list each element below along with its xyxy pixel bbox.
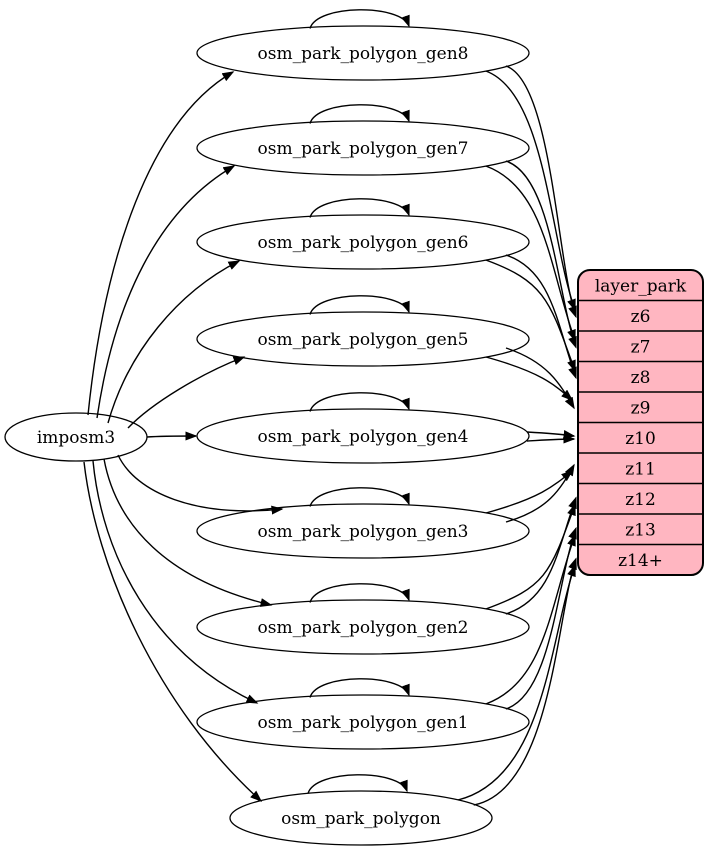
labels-layer: layer_park z6 z7 z8 z9 z10 z11 z12 z13 z14+ imposm… [37, 44, 687, 829]
edge-osm_park_polygon-to-z14+ [457, 564, 576, 801]
edge-osm_park_polygon_gen4-to-z10 [526, 430, 576, 439]
edge-imposm3-to-osm_park_polygon_gen4 [146, 431, 198, 441]
edge-imposm3-to-osm_park_polygon [83, 461, 263, 803]
layer-row-label-z8: z8 [631, 368, 651, 388]
table-label: osm_park_polygon_gen5 [258, 330, 469, 350]
layer-row-label-z12: z12 [625, 490, 656, 510]
edge-imposm3-to-osm_park_polygon_gen7 [96, 165, 236, 419]
edge-imposm3-to-osm_park_polygon_gen3 [117, 454, 284, 515]
self-loop-osm_park_polygon_gen1 [309, 678, 410, 698]
self-loop-osm_park_polygon [307, 774, 408, 794]
layer-row-label-z7: z7 [631, 337, 651, 357]
edge-osm_park_polygon_gen3-to-z11 [485, 470, 574, 514]
self-loop-osm_park_polygon_gen7 [309, 104, 410, 124]
edges-layer [83, 9, 577, 806]
self-loop-osm_park_polygon_gen4 [309, 392, 410, 412]
nodes-layer [4, 25, 704, 846]
edge-osm_park_polygon_gen1-to-z13-2 [505, 526, 577, 710]
table-node-osm_park_polygon [229, 790, 493, 846]
table-label: osm_park_polygon_gen1 [258, 713, 469, 733]
table-node-osm_park_polygon_gen3 [196, 503, 530, 559]
edge-osm_park_polygon_gen8-to-z6 [485, 70, 576, 312]
self-loop-osm_park_polygon_gen6 [309, 198, 410, 218]
edge-osm_park_polygon_gen5-to-z9 [485, 356, 574, 401]
table-node-osm_park_polygon_gen1 [196, 694, 530, 750]
edge-osm_park_polygon_gen2-to-z12-2 [505, 496, 577, 615]
table-label: osm_park_polygon_gen6 [258, 233, 469, 253]
layer-row-label-z14+: z14+ [618, 551, 663, 571]
table-node-osm_park_polygon_gen8 [196, 25, 530, 81]
table-label: osm_park_polygon_gen7 [258, 139, 469, 159]
edge-osm_park_polygon_gen3-to-z11-2 [505, 463, 575, 523]
edge-imposm3-to-osm_park_polygon_gen6 [107, 260, 241, 424]
self-loop-osm_park_polygon_gen2 [309, 583, 410, 603]
source-label: imposm3 [37, 428, 115, 448]
self-loop-osm_park_polygon_gen3 [309, 487, 410, 507]
edge-imposm3-to-osm_park_polygon_gen5 [127, 356, 246, 429]
layer-row-label-z10: z10 [625, 429, 656, 449]
layer-row-label-z11: z11 [625, 459, 656, 479]
edge-osm_park_polygon_gen8-to-z6-2 [505, 65, 577, 319]
table-node-osm_park_polygon_gen6 [196, 214, 530, 270]
table-node-osm_park_polygon_gen5 [196, 311, 530, 367]
table-node-osm_park_polygon_gen2 [196, 599, 530, 655]
table-label: osm_park_polygon_gen4 [258, 427, 469, 447]
edge-imposm3-to-osm_park_polygon_gen8 [87, 71, 235, 416]
edge-osm_park_polygon_gen6-to-z8-2 [505, 254, 577, 380]
edge-imposm3-to-osm_park_polygon_gen2 [103, 458, 273, 607]
table-label: osm_park_polygon_gen3 [258, 522, 469, 542]
layer-title: layer_park [595, 276, 687, 296]
edge-imposm3-to-osm_park_polygon_gen1 [92, 460, 259, 704]
edge-osm_park_polygon_gen7-to-z7-2 [505, 160, 577, 349]
layer-row-label-z6: z6 [631, 307, 651, 327]
edge-osm_park_polygon_gen4-to-z10-2 [526, 434, 576, 444]
layer-row-label-z9: z9 [631, 398, 651, 418]
self-loop-osm_park_polygon_gen8 [309, 9, 410, 29]
layer-row-label-z13: z13 [625, 520, 656, 540]
edge-osm_park_polygon-to-z14+-2 [473, 557, 577, 806]
table-node-osm_park_polygon_gen7 [196, 120, 530, 176]
table-label: osm_park_polygon [281, 809, 441, 829]
table-label: osm_park_polygon_gen2 [258, 618, 469, 638]
edge-osm_park_polygon_gen5-to-z9-2 [505, 347, 575, 410]
table-label: osm_park_polygon_gen8 [258, 44, 469, 64]
self-loop-osm_park_polygon_gen5 [309, 295, 410, 315]
